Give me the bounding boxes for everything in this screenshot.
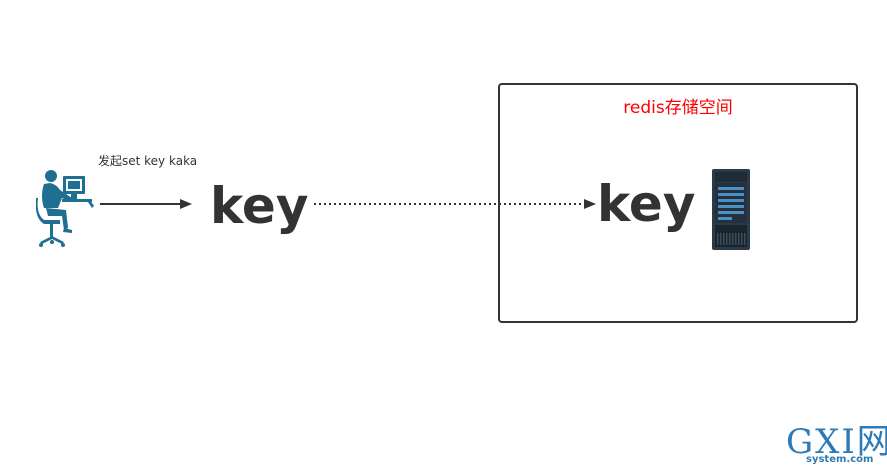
watermark-brand: GXI网 bbox=[786, 422, 887, 462]
user-at-computer-icon bbox=[36, 170, 94, 247]
solid-arrow bbox=[100, 199, 192, 209]
site-watermark: GXI网 system.com bbox=[786, 422, 887, 467]
storage-title: redis存储空间 bbox=[623, 98, 733, 118]
redis-storage-box: redis存储空间 bbox=[498, 83, 858, 323]
server-icon bbox=[712, 169, 750, 250]
action-caption: 发起set key kaka bbox=[98, 154, 198, 168]
key-label-stored: key bbox=[597, 175, 696, 233]
key-label-client: key bbox=[210, 177, 309, 235]
watermark-domain: system.com bbox=[806, 454, 874, 465]
dotted-arrow bbox=[314, 199, 596, 209]
